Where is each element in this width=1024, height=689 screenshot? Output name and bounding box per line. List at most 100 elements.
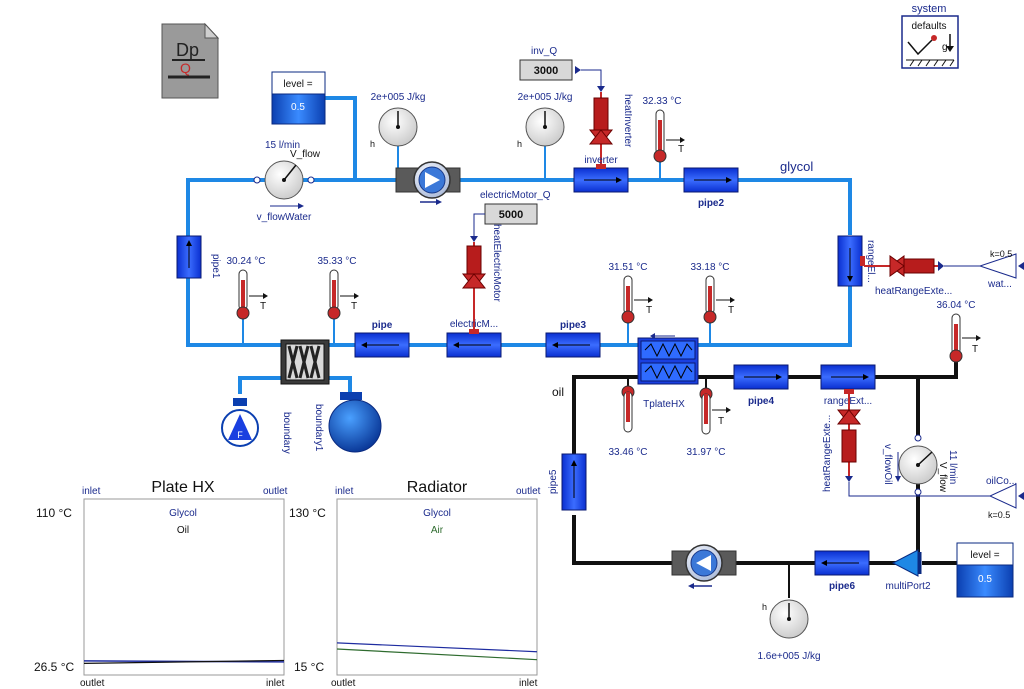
boundary-source[interactable]: F boundary <box>221 398 292 454</box>
temp-pipe-value: 35.33 °C <box>317 256 356 267</box>
vflow-water-label: v_flowWater <box>257 212 312 223</box>
oil-level-tank[interactable]: level = 0.5 <box>956 542 1014 598</box>
volume-flow-sensor-oil[interactable]: v_flowOil 11 l/min V_flow <box>882 434 958 496</box>
doc-icon-label-bottom: Q <box>180 60 191 76</box>
plate-hx-series-top: Glycol <box>169 508 197 519</box>
temp-pipe-t: T <box>351 301 357 312</box>
temp-sensor-hx-inlet[interactable]: 33.18 °C T <box>690 262 735 324</box>
radiator-outlet-top: outlet <box>516 486 541 497</box>
inv-q-value: 3000 <box>534 65 558 77</box>
radiator-series-top: Glycol <box>423 508 451 519</box>
radiator-inlet-bottom: inlet <box>519 678 538 689</box>
pipe5[interactable]: pipe5 <box>548 453 587 511</box>
temp-pipe3-value: 31.51 °C <box>608 262 647 273</box>
plate-hx-plot-area <box>83 498 285 676</box>
enthalpy-sensor-left[interactable]: 2e+005 J/kg h <box>370 92 425 149</box>
temp-sensor-pipe3[interactable]: 31.51 °C T <box>608 262 653 324</box>
boundary1-label: boundary1 <box>313 404 324 452</box>
radiator-heat-exchanger[interactable] <box>280 339 330 385</box>
plate-heat-exchanger[interactable]: TplateHX <box>637 333 699 410</box>
oil-level-label: level = <box>970 550 999 561</box>
vflow-water-name: V_flow <box>290 149 321 160</box>
temp-sensor-inverter[interactable]: 32.33 °C T <box>642 96 685 163</box>
pipe5-label: pipe5 <box>548 469 559 494</box>
radiator-panel: Radiator inlet outlet 130 °C 15 °C Glyco… <box>289 479 541 689</box>
radiator-tmax: 130 °C <box>289 506 326 520</box>
glycol-top-line <box>186 178 852 245</box>
volume-flow-sensor-water[interactable]: 15 l/min V_flow v_flowWater <box>253 140 321 223</box>
enthalpy-sensor-mid[interactable]: 2e+005 J/kg h <box>517 92 572 149</box>
pipe6[interactable]: pipe6 <box>814 550 870 592</box>
temp-sensor-pipe1[interactable]: 30.24 °C T <box>226 256 268 320</box>
plate-hx-title: Plate HX <box>151 479 214 496</box>
temp-pipe1-t: T <box>260 301 266 312</box>
temp-sensor-pipe[interactable]: 35.33 °C T <box>317 256 359 320</box>
inverter-component[interactable]: inverter <box>573 155 629 193</box>
temp-pipe1-value: 30.24 °C <box>226 256 265 267</box>
plate-hx-series-bottom: Oil <box>177 525 189 536</box>
range-extender-glycol[interactable]: rangeEl... <box>837 235 876 287</box>
pipe2-label: pipe2 <box>698 198 725 209</box>
pipe3-label: pipe3 <box>560 320 587 331</box>
electric-motor-q-value: 5000 <box>499 209 523 221</box>
oil-bottom-line <box>572 478 920 565</box>
temp-right-value: 36.04 °C <box>936 300 975 311</box>
plate-hx-outlet-top: outlet <box>263 486 288 497</box>
temp-sensor-right[interactable]: 36.04 °C T <box>936 300 981 363</box>
inverter-heat-source[interactable]: inv_Q 3000 heatInverter <box>519 46 633 166</box>
plate-hx-outlet-bottom: outlet <box>80 678 105 689</box>
range-extender-oil-heat-source[interactable]: heatRangeExte... <box>822 394 990 497</box>
range-ext-top-label: rangeEl... <box>865 240 876 283</box>
temp-hx-in-value: 33.18 °C <box>690 262 729 273</box>
radiator-inlet-top: inlet <box>335 486 354 497</box>
oil-label: oil <box>552 385 564 399</box>
electric-motor-heat-source[interactable]: electricMotor_Q 5000 heatElectricMotor <box>461 190 551 334</box>
wat-label: wat... <box>987 279 1012 290</box>
plate-hx-inlet-bottom: inlet <box>266 678 285 689</box>
glycol-level-label: level = <box>283 79 312 90</box>
radiator-line-air <box>336 648 538 661</box>
plate-hx-line-oil <box>83 659 285 665</box>
multiport[interactable]: multiPort2 <box>885 549 931 592</box>
boundary1-volume[interactable]: boundary1 <box>313 392 382 453</box>
pipe2[interactable]: pipe2 <box>683 167 739 209</box>
temp-sensor-oil-right[interactable]: T 31.97 °C <box>686 387 731 458</box>
vflow-water-value: 15 l/min <box>265 140 300 151</box>
doc-icon-label-top: Dp <box>176 40 199 60</box>
system-label: system <box>912 3 947 15</box>
enthalpy-mid-value: 2e+005 J/kg <box>518 92 573 103</box>
oil-cooler-gain[interactable]: oilCo... k=0.5 <box>986 476 1024 520</box>
multiport-label: multiPort2 <box>885 581 930 592</box>
pipe3[interactable]: pipe3 <box>545 320 601 358</box>
pipe1[interactable]: pipe1 <box>176 235 221 279</box>
enthalpy-left-h: h <box>370 139 375 149</box>
vflow-oil-value: 11 l/min <box>947 450 958 484</box>
range-extender-heat-source[interactable]: heatRangeExte... k=0.5 wat... <box>864 249 1024 297</box>
document-icon[interactable]: Dp Q <box>161 22 220 99</box>
glycol-pump[interactable] <box>395 161 461 205</box>
plate-hx-label: TplateHX <box>643 399 685 410</box>
radiator-line-glycol <box>336 642 538 653</box>
enthalpy-sensor-bottom[interactable]: h 1.6e+005 J/kg <box>757 599 821 662</box>
plate-hx-tmin: 26.5 °C <box>34 660 74 674</box>
enthalpy-mid-h: h <box>517 139 522 149</box>
radiator-plot-area <box>336 498 538 676</box>
electric-motor-label: electricM... <box>450 319 498 330</box>
temp-sensor-oil-left[interactable]: 33.46 °C <box>608 385 648 458</box>
vflow-oil-label: v_flowOil <box>882 444 893 485</box>
temp-right-t: T <box>972 344 978 355</box>
electric-motor-q-label: electricMotor_Q <box>480 190 551 201</box>
radiator-series-bottom: Air <box>431 525 444 536</box>
pipe-label: pipe <box>372 320 393 331</box>
oil-pump[interactable] <box>671 544 737 589</box>
temp-oil-right-value: 31.97 °C <box>686 447 725 458</box>
pipe4[interactable]: pipe4 <box>733 364 789 407</box>
system-component[interactable]: system defaults g <box>901 3 959 69</box>
pipe[interactable]: pipe <box>354 320 410 358</box>
temp-inverter-t: T <box>678 144 684 155</box>
electric-motor-component[interactable]: electricM... <box>446 319 502 358</box>
glycol-level-tank[interactable]: level = 0.5 <box>271 71 326 125</box>
temp-oil-left-value: 33.46 °C <box>608 447 647 458</box>
gain-k-bottom: k=0.5 <box>988 510 1010 520</box>
plate-hx-inlet-top: inlet <box>82 486 101 497</box>
